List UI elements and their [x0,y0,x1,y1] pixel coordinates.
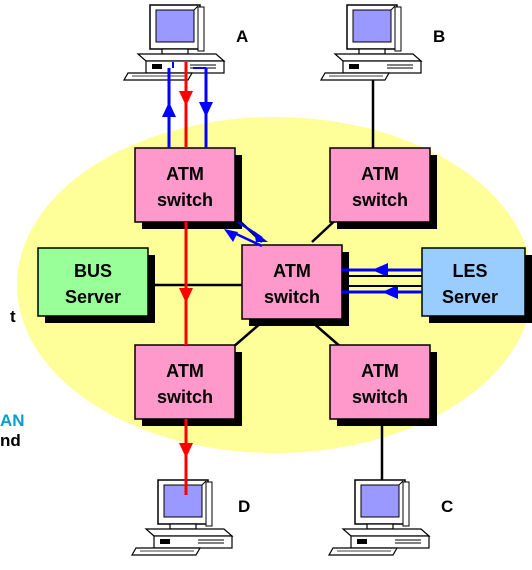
host-c-computer-icon [328,479,430,556]
partial-text-t3: nd [0,431,21,450]
center-les-black-links [342,275,422,287]
sw-top-left-line2: switch [157,190,213,210]
node-sw-top-left: ATM switch [134,147,242,229]
sw-top-right-line1: ATM [361,164,399,184]
les-line2: Server [442,287,498,307]
host-a-computer-icon [123,4,225,81]
host-d-label: D [238,497,250,516]
node-sw-top-right: ATM switch [329,147,437,229]
host-c-label: C [441,497,453,516]
host-b-computer-icon [320,4,422,81]
partial-text-t1: t [10,307,16,326]
node-sw-center: ATM switch [241,244,349,326]
partial-text-t2: AN [0,411,25,430]
sw-center-line1: ATM [273,261,311,281]
sw-bottom-left-line1: ATM [166,361,204,381]
blue-control-paths [162,62,422,299]
host-a-label: A [236,27,248,46]
node-les-server: LES Server [421,247,532,323]
sw-bottom-right-line1: ATM [361,361,399,381]
node-sw-bottom-left: ATM switch [134,344,242,426]
sw-top-right-line2: switch [352,190,408,210]
bus-line1: BUS [74,261,112,281]
host-d-computer-icon [131,479,233,556]
sw-bottom-right-line2: switch [352,387,408,407]
host-b-label: B [433,27,445,46]
sw-center-line2: switch [264,287,320,307]
red-data-path [179,62,193,495]
les-line1: LES [452,261,487,281]
node-bus-server: BUS Server [37,247,155,323]
node-sw-bottom-right: ATM switch [329,344,437,426]
sw-bottom-left-line2: switch [157,387,213,407]
bus-line2: Server [65,287,121,307]
sw-top-left-line1: ATM [166,164,204,184]
